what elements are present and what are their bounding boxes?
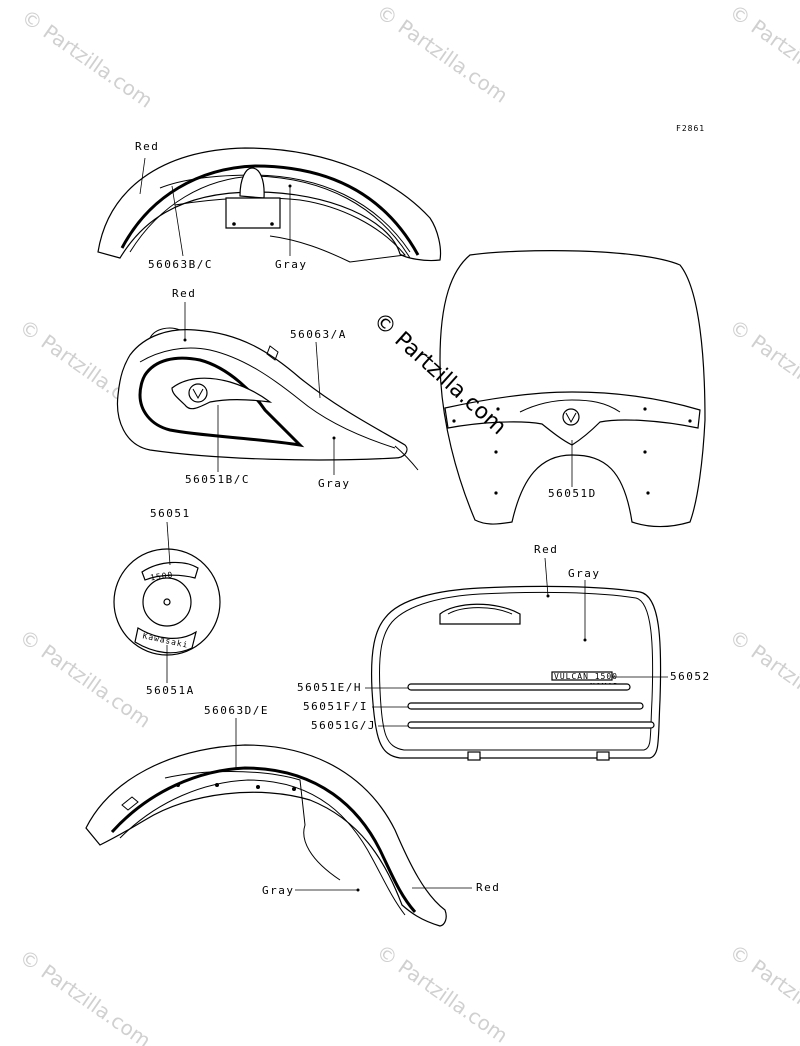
label-rear-fender-red: Red — [476, 881, 500, 894]
label-front-fender-red: Red — [135, 140, 159, 153]
round-cover: 1500 Kawasaki 56051 56051A — [113, 507, 221, 697]
label-saddlebag-stripe-1: 56051E/H — [297, 681, 362, 694]
label-tank-red: Red — [172, 287, 196, 300]
label-tank-emblem: 56051B/C — [185, 473, 250, 486]
windshield: 56051D — [439, 250, 706, 528]
watermark-bottom-center: © Partzilla.com — [372, 939, 512, 1046]
watermark-top-center: © Partzilla.com — [372, 0, 512, 108]
watermark-top-left: © Partzilla.com — [17, 4, 157, 112]
label-tank-stripe: 56063/A — [290, 328, 347, 341]
label-saddlebag-logo: 56052 — [670, 670, 711, 683]
label-tank-gray: Gray — [318, 477, 351, 490]
front-fender: Red 56063B/C Gray — [97, 140, 442, 271]
rear-fender: 56063D/E Gray Red — [85, 704, 500, 927]
watermark-bottom-right: © Partzilla.com — [725, 939, 800, 1046]
watermark-mid-right: © Partzilla.com — [725, 314, 800, 422]
saddlebag-badge — [551, 671, 613, 681]
label-windshield-emblem: 56051D — [548, 487, 597, 500]
label-rear-fender-gray: Gray — [262, 884, 295, 897]
saddlebag-badge-text: VULCAN 1500 — [554, 672, 618, 681]
label-saddlebag-red: Red — [534, 543, 558, 556]
label-rear-fender-stripe: 56063D/E — [204, 704, 269, 717]
label-saddlebag-gray: Gray — [568, 567, 601, 580]
label-front-fender-gray: Gray — [275, 258, 308, 271]
label-saddlebag-stripe-3: 56051G/J — [311, 719, 376, 732]
watermark-top-right: © Partzilla.com — [725, 0, 800, 108]
saddlebag: VULCAN 1500 NOMAD Red Gray 56052 56051E/… — [297, 543, 711, 761]
fuel-tank: Red 56063/A 56051B/C Gray — [116, 287, 419, 490]
label-front-fender-stripe: 56063B/C — [148, 258, 213, 271]
watermark-low-right: © Partzilla.com — [725, 624, 800, 732]
label-cover-top: 56051 — [150, 507, 191, 520]
label-saddlebag-stripe-2: 56051F/I — [303, 700, 368, 713]
figure-code: F2861 — [676, 124, 705, 133]
label-cover-bottom: 56051A — [146, 684, 195, 697]
watermark-bottom-left: © Partzilla.com — [15, 944, 155, 1046]
cover-top-emblem-text: 1500 — [150, 570, 174, 582]
